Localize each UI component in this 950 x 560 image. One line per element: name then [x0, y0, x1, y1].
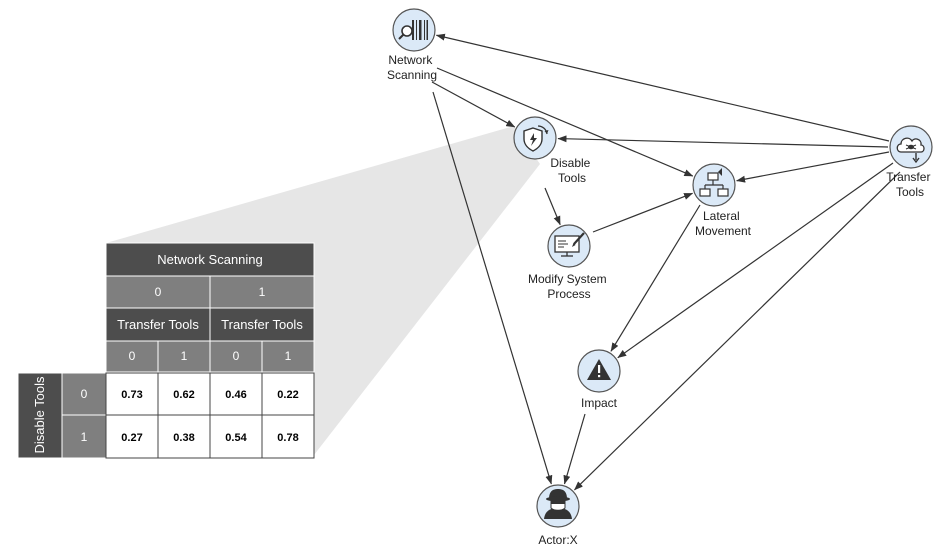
- cpt-parent2-state: 1: [181, 349, 188, 363]
- cpt-cell: 0.73: [121, 389, 142, 401]
- shield-lightning-icon: [523, 125, 549, 152]
- edge-transfer-tools-to-network-scanning: [435, 33, 890, 142]
- node-label-actor: Actor:X: [538, 533, 577, 547]
- cpt-parent2-state: 1: [285, 349, 292, 363]
- edges-layer: [431, 33, 901, 491]
- edge-impact-to-actor: [563, 413, 586, 485]
- node-lateral-movement[interactable]: Lateral Movement: [692, 163, 752, 238]
- cpt-parent1-state: 0: [155, 285, 162, 299]
- cpt-callout-wedge: [106, 126, 540, 455]
- warning-triangle-icon: [587, 359, 611, 380]
- monitor-code-edit-icon: [554, 232, 585, 257]
- edge-transfer-tools-to-impact: [617, 162, 894, 359]
- cpt-cell: 0.54: [225, 432, 247, 444]
- cpt-cell: 0.62: [173, 389, 194, 401]
- cpt-cell: 0.78: [277, 432, 298, 444]
- cpt-parent1-name: Network Scanning: [157, 252, 263, 267]
- node-transfer-tools[interactable]: Transfer Tools: [886, 125, 934, 199]
- node-label-modify-system-process: Modify System Process: [528, 272, 610, 301]
- edge-transfer-tools-to-disable-tools: [557, 135, 889, 148]
- network-hierarchy-icon: [699, 168, 729, 197]
- cpt-cell: 0.38: [173, 432, 194, 444]
- edge-network-scanning-to-lateral-movement: [436, 67, 694, 177]
- node-label-network-scanning: Network Scanning: [387, 53, 437, 82]
- cpt-parent2-name: Transfer Tools: [221, 317, 303, 332]
- cpt-row-variable: Disable Tools: [32, 376, 47, 454]
- hacker-icon: [544, 489, 572, 519]
- node-actor[interactable]: Actor:X: [536, 484, 580, 547]
- node-label-disable-tools: Disable Tools: [550, 156, 593, 185]
- node-modify-system-process[interactable]: Modify System Process: [528, 224, 610, 301]
- cpt-cell: 0.22: [277, 389, 298, 401]
- node-network-scanning[interactable]: Network Scanning: [387, 8, 437, 82]
- edge-modify-system-process-to-lateral-movement: [592, 192, 694, 233]
- cpt-row-state: 1: [81, 430, 88, 444]
- cpt-cell: 0.46: [225, 389, 246, 401]
- cloud-bug-download-icon: [896, 137, 925, 164]
- cpt-cell: 0.27: [121, 432, 142, 444]
- cpt-row-state: 0: [81, 387, 88, 401]
- edge-lateral-movement-to-impact: [610, 204, 701, 352]
- cpt-parent2-state: 0: [233, 349, 240, 363]
- edge-transfer-tools-to-actor: [574, 171, 901, 491]
- cpt-parent1-state: 1: [259, 285, 266, 299]
- edge-transfer-tools-to-lateral-movement: [736, 151, 890, 183]
- edge-network-scanning-to-disable-tools: [431, 81, 516, 128]
- cpt-parent2-name: Transfer Tools: [117, 317, 199, 332]
- cpt-table: Network Scanning 0 1 Transfer Tools Tran…: [17, 242, 315, 459]
- node-label-lateral-movement: Lateral Movement: [695, 209, 752, 238]
- node-impact[interactable]: Impact: [577, 349, 621, 410]
- edge-disable-tools-to-modify-system-process: [544, 187, 561, 226]
- cpt-parent2-state: 0: [129, 349, 136, 363]
- node-disable-tools[interactable]: Disable Tools: [513, 116, 594, 185]
- edge-network-scanning-to-actor: [432, 91, 553, 485]
- cpt-value-grid: [105, 372, 315, 459]
- node-label-transfer-tools: Transfer Tools: [886, 170, 934, 199]
- node-label-impact: Impact: [581, 396, 618, 410]
- barcode-search-icon: [398, 20, 428, 40]
